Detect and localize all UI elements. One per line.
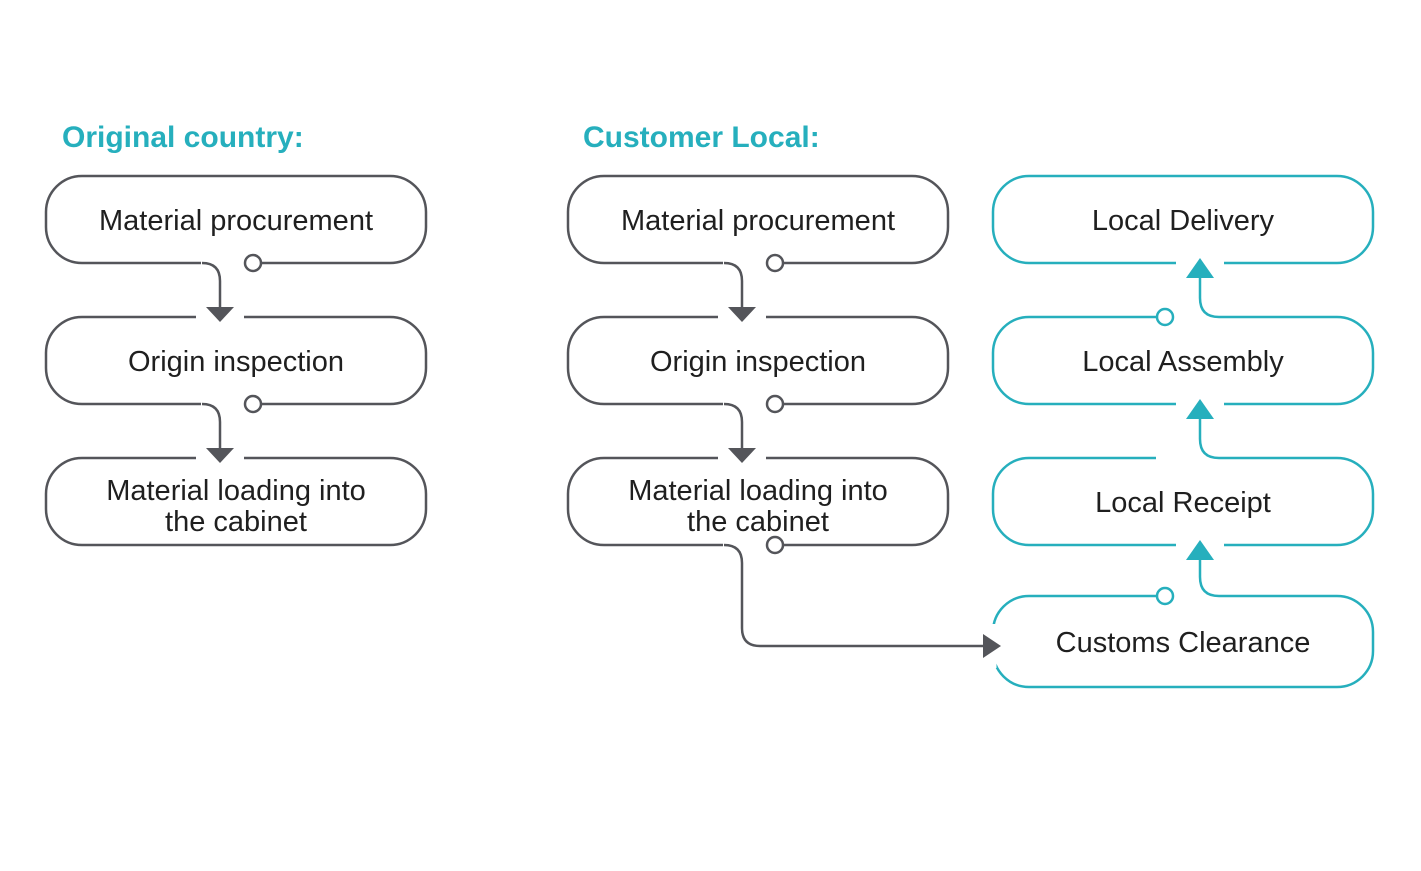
- arrowhead-down-icon: [206, 307, 234, 322]
- label-local-assembly: Local Assembly: [1082, 346, 1284, 378]
- arrowhead-up-icon: [1186, 540, 1214, 560]
- label-customer-material-procurement: Material procurement: [621, 205, 895, 237]
- arrow-customer-2-3: [723, 402, 744, 449]
- label-original-origin-inspection: Origin inspection: [128, 346, 344, 378]
- connector-dot: [1155, 586, 1175, 606]
- label-customs-clearance: Customs Clearance: [1056, 627, 1311, 659]
- connector-dot: [765, 535, 785, 555]
- arrow-customer-to-customs: [723, 543, 983, 648]
- label-original-material-procurement: Material procurement: [99, 205, 373, 237]
- local-steps-flow: [991, 174, 1375, 689]
- customer-local-flow: [566, 174, 950, 547]
- original-country-flow: [44, 174, 428, 547]
- arrowhead-right-icon: [983, 634, 1001, 658]
- label-customer-material-loading-line2: the cabinet: [687, 506, 829, 538]
- arrowhead-down-icon: [728, 448, 756, 463]
- connector-dot: [243, 253, 263, 273]
- original-country-heading: Original country:: [62, 121, 304, 154]
- label-original-material-loading-line2: the cabinet: [165, 506, 307, 538]
- connector-dot: [243, 394, 263, 414]
- connector-dot: [765, 253, 785, 273]
- arrow-original-2-3: [201, 402, 222, 449]
- arrowhead-up-icon: [1186, 399, 1214, 419]
- customer-local-heading: Customer Local:: [583, 121, 820, 154]
- box-labels: Material procurement Origin inspection M…: [99, 205, 1310, 659]
- label-customer-origin-inspection: Origin inspection: [650, 346, 866, 378]
- arrowhead-up-icon: [1186, 258, 1214, 278]
- arrow-receipt-to-assembly: [1198, 418, 1220, 460]
- label-local-delivery: Local Delivery: [1092, 205, 1275, 237]
- gray-connectors: [201, 253, 1001, 658]
- label-customer-material-loading-line1: Material loading into: [628, 475, 888, 507]
- teal-connectors: [1155, 258, 1220, 606]
- arrow-customs-to-receipt: [1198, 559, 1220, 598]
- arrowhead-down-icon: [728, 307, 756, 322]
- connector-dot: [765, 394, 785, 414]
- arrow-customer-1-2: [723, 261, 744, 308]
- connector-dot: [1155, 307, 1175, 327]
- arrow-original-1-2: [201, 261, 222, 308]
- label-local-receipt: Local Receipt: [1095, 487, 1271, 519]
- arrowhead-down-icon: [206, 448, 234, 463]
- arrow-assembly-to-delivery: [1198, 277, 1220, 319]
- label-original-material-loading-line1: Material loading into: [106, 475, 366, 507]
